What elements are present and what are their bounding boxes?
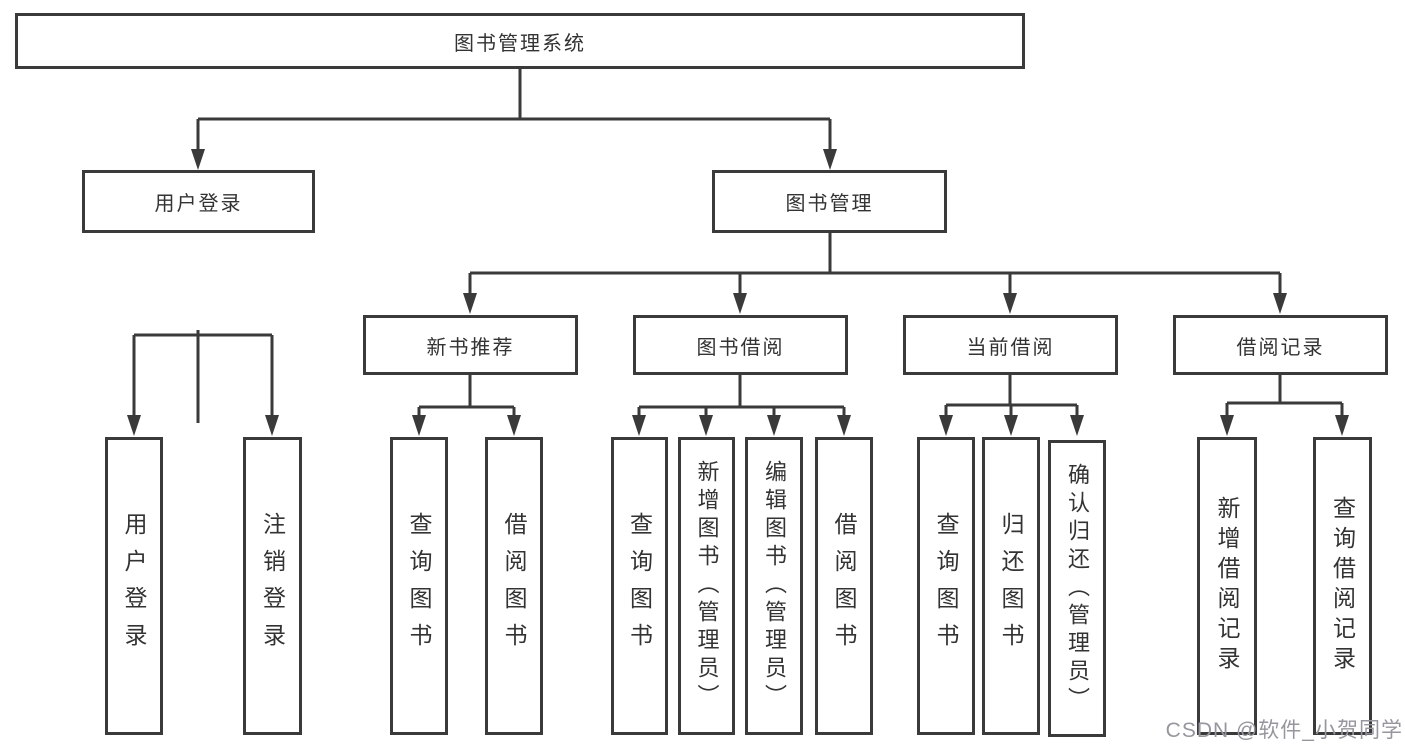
leaf-add-borrow-record-label: 新增借阅记录 xyxy=(1214,496,1240,676)
node-root: 图书管理系统 xyxy=(15,13,1025,69)
leaf-query-borrow-record-label: 查询借阅记录 xyxy=(1329,496,1356,676)
watermark: CSDN @软件_小贺同学 xyxy=(1165,719,1403,742)
node-borrow-records: 借阅记录 xyxy=(1173,315,1388,375)
leaf-edit-books-admin-label: 编辑图书（管理员） xyxy=(762,460,787,712)
leaf-query-books-current: 查询图书 xyxy=(917,437,975,735)
leaf-borrow-books-recommend: 借阅图书 xyxy=(485,437,543,735)
leaf-return-books-label: 归还图书 xyxy=(998,512,1024,660)
leaf-add-books-admin-label: 新增图书（管理员） xyxy=(694,460,720,712)
leaf-confirm-return-admin: 确认归还（管理员） xyxy=(1048,440,1106,737)
leaf-return-books: 归还图书 xyxy=(982,437,1040,735)
node-user-login: 用户登录 xyxy=(82,170,315,233)
node-new-book-recommend: 新书推荐 xyxy=(363,315,578,375)
leaf-query-books-current-label: 查询图书 xyxy=(933,512,959,660)
node-root-label: 图书管理系统 xyxy=(454,32,586,55)
leaf-borrow-books-label: 借阅图书 xyxy=(831,512,857,660)
node-book-management-label: 图书管理 xyxy=(785,193,874,215)
leaf-borrow-books-recommend-label: 借阅图书 xyxy=(501,512,527,660)
leaf-confirm-return-admin-label: 确认归还（管理员） xyxy=(1065,462,1090,715)
node-book-borrowing: 图书借阅 xyxy=(633,315,848,375)
leaf-logout: 注销登录 xyxy=(243,437,302,735)
node-current-borrowing-label: 当前借阅 xyxy=(966,336,1055,359)
leaf-query-books-recommend-label: 查询图书 xyxy=(406,512,432,660)
leaf-add-borrow-record: 新增借阅记录 xyxy=(1197,437,1257,735)
node-borrow-records-label: 借阅记录 xyxy=(1236,336,1325,359)
node-new-book-recommend-label: 新书推荐 xyxy=(426,336,515,359)
leaf-query-books-borrowing: 查询图书 xyxy=(611,437,668,735)
node-user-login-label: 用户登录 xyxy=(154,193,243,215)
node-book-management: 图书管理 xyxy=(712,170,947,233)
node-current-borrowing: 当前借阅 xyxy=(903,315,1118,375)
leaf-borrow-books: 借阅图书 xyxy=(815,437,873,735)
leaf-user-login: 用户登录 xyxy=(105,437,163,735)
leaf-logout-label: 注销登录 xyxy=(259,512,286,660)
leaf-query-borrow-record: 查询借阅记录 xyxy=(1313,437,1372,735)
leaf-add-books-admin: 新增图书（管理员） xyxy=(678,437,735,735)
leaf-query-books-recommend: 查询图书 xyxy=(390,437,448,735)
leaf-query-books-borrowing-label: 查询图书 xyxy=(626,512,653,660)
node-book-borrowing-label: 图书借阅 xyxy=(696,336,785,359)
leaf-edit-books-admin: 编辑图书（管理员） xyxy=(745,437,803,735)
leaf-user-login-label: 用户登录 xyxy=(121,512,147,660)
